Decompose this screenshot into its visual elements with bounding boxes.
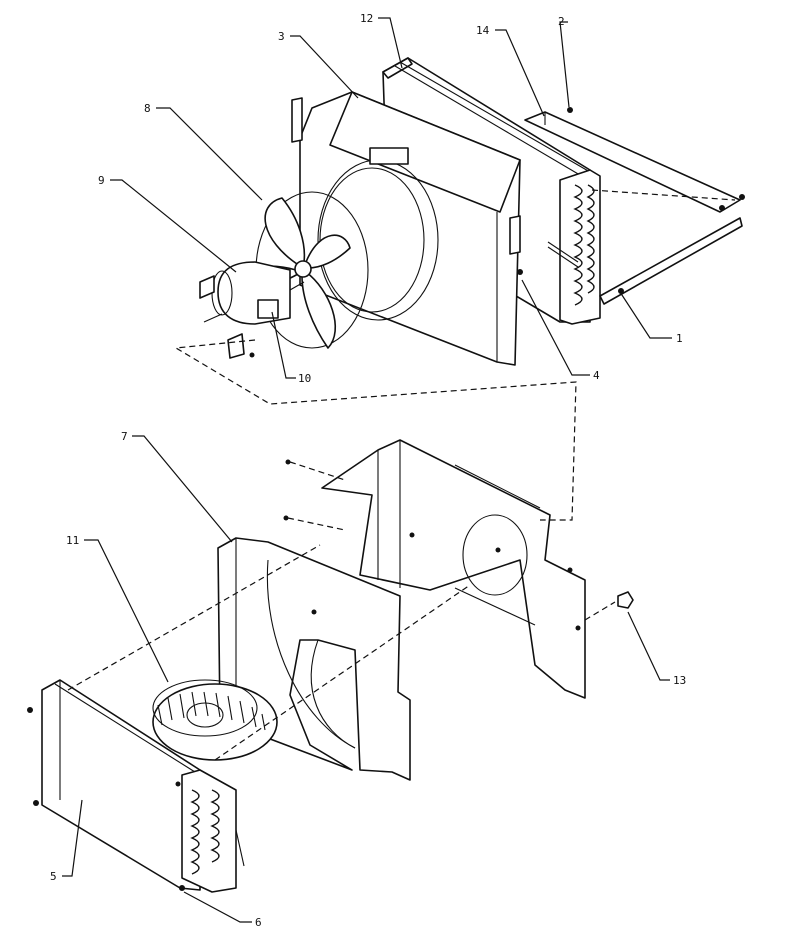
callout-14: 14 xyxy=(476,24,490,37)
nut-hardware xyxy=(584,591,634,621)
blower-wheel xyxy=(152,679,278,761)
evaporator-coil xyxy=(27,679,245,893)
fan-shroud xyxy=(291,91,523,366)
callout-7: 7 xyxy=(121,430,128,443)
callout-1: 1 xyxy=(676,332,683,345)
assembly-lines xyxy=(67,339,577,761)
callout-12: 12 xyxy=(360,12,373,25)
callout-4: 4 xyxy=(593,369,600,382)
callout-6: 6 xyxy=(255,916,262,929)
leader-lines xyxy=(62,17,672,923)
divider-bulkhead xyxy=(283,439,586,699)
callout-11: 11 xyxy=(66,534,79,547)
callout-2: 2 xyxy=(558,15,565,28)
callout-13: 13 xyxy=(673,674,686,687)
callout-5: 5 xyxy=(50,870,57,883)
callout-9: 9 xyxy=(98,174,105,187)
callout-8: 8 xyxy=(144,102,151,115)
fan-motor xyxy=(199,261,305,359)
callout-labels: 1 2 3 4 5 6 7 8 9 10 11 12 13 14 xyxy=(50,12,686,929)
callout-10: 10 xyxy=(298,372,311,385)
callout-3: 3 xyxy=(278,30,285,43)
